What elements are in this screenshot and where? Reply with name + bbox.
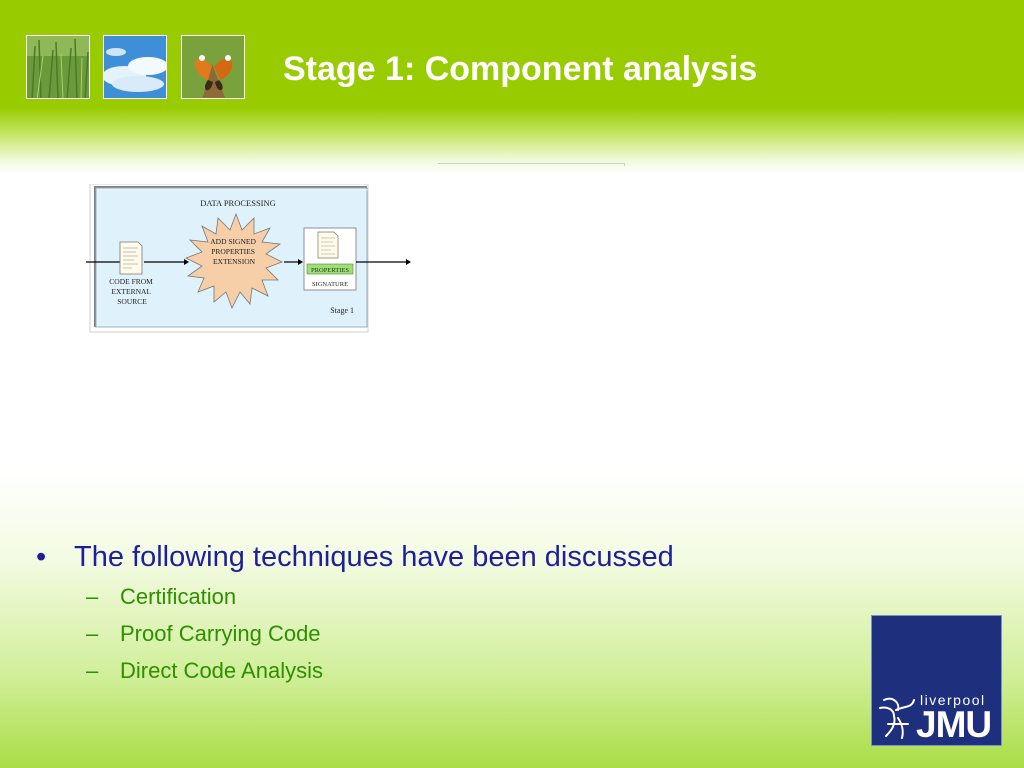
sky-photo-icon — [103, 35, 167, 99]
svg-text:ADD SIGNED PROPERTIES: ADD SIGNED PROPERTIES EXTENSION — [210, 237, 258, 266]
bullet-sub-item: – Direct Code Analysis — [36, 652, 674, 689]
stage-label: Stage 1 — [330, 306, 354, 315]
sub-bullet-dash: – — [86, 621, 99, 646]
bullet-list: • The following techniques have been dis… — [36, 536, 674, 689]
sub-bullet-dash: – — [86, 584, 99, 609]
logo-main-text: JMU — [916, 704, 992, 745]
diagram-header: DATA PROCESSING — [200, 198, 276, 208]
grass-photo-icon — [26, 35, 90, 99]
input-label-line2: EXTERNAL — [111, 287, 151, 296]
bullet-sub-item: – Certification — [36, 578, 674, 615]
logo-top-text: liverpool — [920, 692, 986, 708]
divider — [438, 163, 625, 166]
process-label-line2: PROPERTIES — [211, 247, 255, 256]
input-label-line3: SOURCE — [117, 297, 147, 306]
stage1-diagram: DATA PROCESSING CODE FROM EXTERNAL SOURC… — [86, 184, 411, 333]
process-starburst — [185, 212, 283, 309]
bullet-sub-item: – Proof Carrying Code — [36, 615, 674, 652]
bullet-main: • The following techniques have been dis… — [36, 536, 674, 578]
liver-bird-icon — [879, 697, 915, 739]
bullet-sub-text: Certification — [120, 584, 237, 609]
code-document-icon — [119, 241, 143, 275]
bullet-dot: • — [36, 541, 47, 573]
output-label: SIGNATURE — [312, 281, 348, 288]
bullet-sub-text: Direct Code Analysis — [120, 658, 323, 683]
slide-header: Stage 1: Component analysis — [0, 0, 1024, 175]
process-label-line3: EXTENSION — [213, 257, 256, 266]
ljmu-logo: liverpool JMU — [871, 615, 1002, 746]
bullet-sub-text: Proof Carrying Code — [120, 621, 321, 646]
sub-bullet-dash: – — [86, 658, 99, 683]
bullet-main-text: The following techniques have been discu… — [74, 541, 674, 573]
butterfly-photo-icon — [181, 35, 245, 99]
input-label-line1: CODE FROM — [109, 277, 153, 286]
signed-document-icon — [317, 231, 339, 259]
slide-title: Stage 1: Component analysis — [283, 50, 758, 88]
output-tag: PROPERTIES — [311, 267, 349, 274]
process-label-line1: ADD SIGNED — [210, 237, 256, 246]
svg-text:CODE FROM EXTERNAL SOU: CODE FROM EXTERNAL SOURCE — [109, 277, 154, 306]
